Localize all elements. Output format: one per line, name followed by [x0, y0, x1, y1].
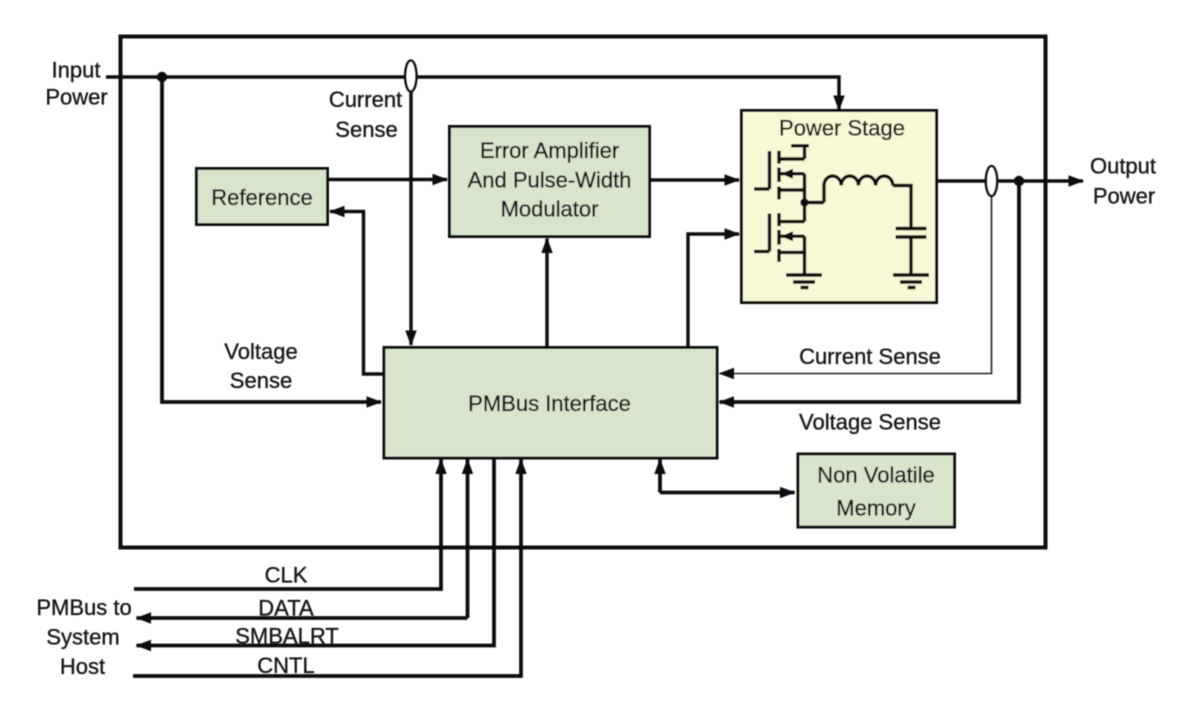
svg-text:Memory: Memory	[836, 496, 915, 521]
svg-text:CLK: CLK	[265, 563, 308, 588]
svg-text:PMBus to: PMBus to	[36, 595, 131, 620]
svg-text:System: System	[46, 625, 119, 650]
svg-text:Host: Host	[60, 654, 105, 679]
svg-text:Power: Power	[1093, 184, 1155, 209]
svg-text:Current: Current	[329, 87, 402, 112]
svg-text:Voltage Sense: Voltage Sense	[799, 410, 941, 435]
svg-text:Power: Power	[45, 85, 107, 110]
svg-text:Modulator: Modulator	[501, 197, 599, 222]
svg-text:PMBus Interface: PMBus Interface	[468, 391, 631, 416]
svg-text:SMBALRT: SMBALRT	[235, 624, 339, 649]
svg-text:Reference: Reference	[211, 185, 313, 210]
svg-text:Error Amplifier: Error Amplifier	[480, 138, 619, 163]
svg-text:Voltage: Voltage	[224, 339, 297, 364]
svg-text:Current Sense: Current Sense	[799, 344, 941, 369]
svg-text:DATA: DATA	[258, 596, 314, 621]
svg-text:Sense: Sense	[335, 117, 397, 142]
svg-text:Input: Input	[52, 58, 101, 83]
svg-text:Output: Output	[1090, 154, 1156, 179]
svg-text:Power Stage: Power Stage	[779, 116, 905, 141]
svg-text:And Pulse-Width: And Pulse-Width	[468, 168, 632, 193]
svg-text:Sense: Sense	[230, 368, 292, 393]
svg-text:CNTL: CNTL	[257, 653, 314, 678]
svg-text:Non Volatile: Non Volatile	[817, 463, 934, 488]
